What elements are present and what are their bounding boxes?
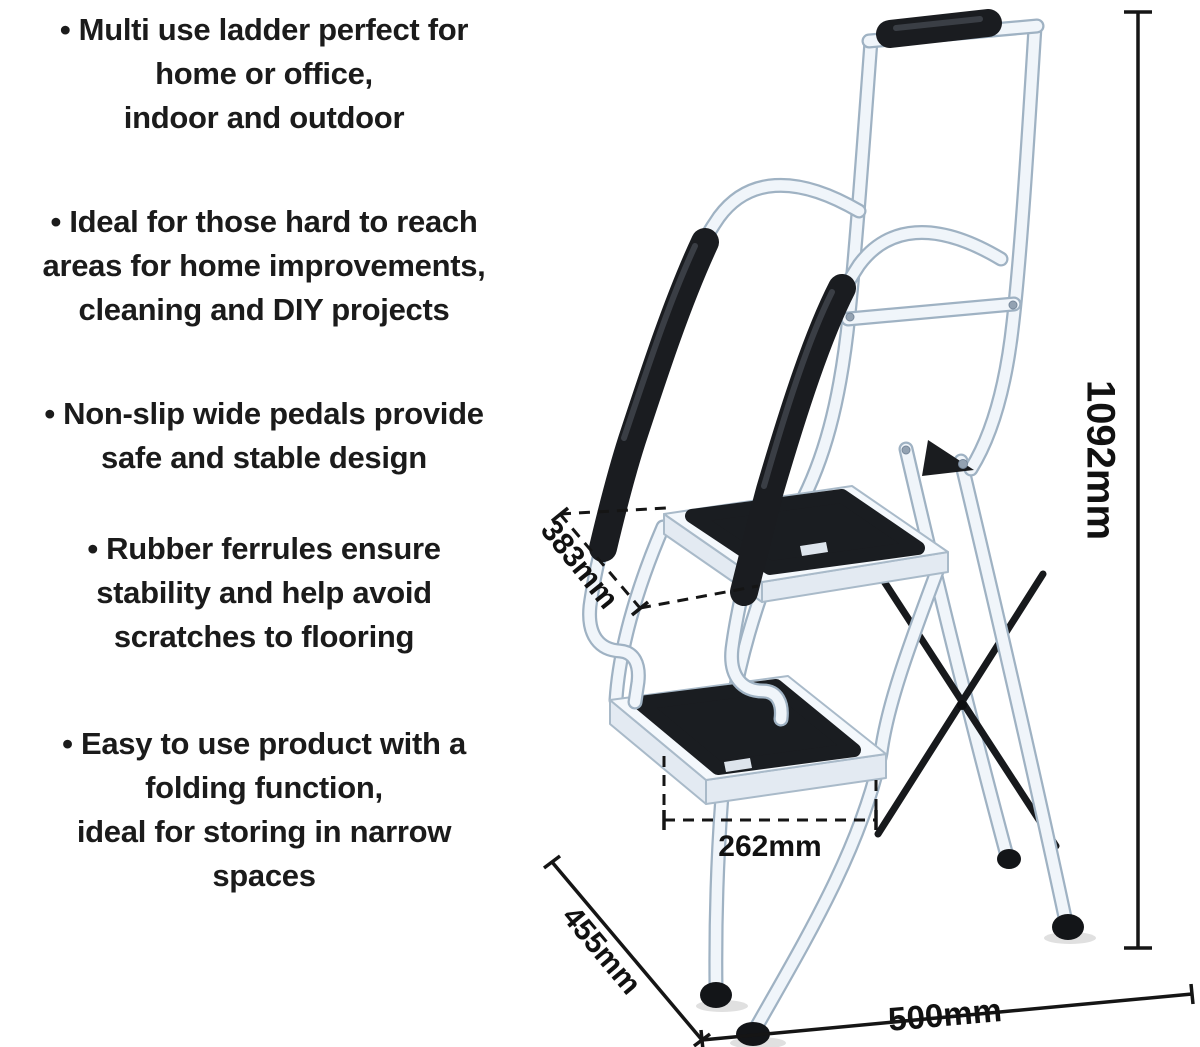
- left-foam-grip: [603, 242, 705, 548]
- right-handrail: [732, 233, 1001, 719]
- frame-bolts: [845, 300, 1018, 469]
- rear-right-foot: [1052, 914, 1084, 940]
- feature-bullet-hard-to-reach: • Ideal for those hard to reach areas fo…: [42, 204, 486, 327]
- left-handrail: [590, 185, 859, 702]
- bottom-step: [609, 675, 887, 805]
- rear-far-foot: [997, 849, 1021, 869]
- top-step: [663, 485, 949, 603]
- feature-bullet-rubber-ferrules: • Rubber ferrules ensure stability and h…: [87, 531, 441, 654]
- feature-bullet-multi-use: • Multi use ladder perfect for home or o…: [59, 12, 469, 135]
- top-step-sticker: [800, 542, 828, 556]
- front-left-foot: [700, 982, 732, 1008]
- feature-bullet-non-slip: • Non-slip wide pedals provide safe and …: [44, 396, 484, 475]
- step-width-dimension-label: 262mm: [718, 830, 822, 863]
- folding-cross-brace: [870, 562, 1060, 850]
- feature-bullet-folding: • Easy to use product with a folding fun…: [62, 726, 466, 893]
- feature-list: • Multi use ladder perfect for home or o…: [0, 0, 528, 1047]
- brace-bolt: [957, 700, 967, 710]
- dimension-lines: [542, 10, 1195, 1047]
- rubber-feet: [700, 849, 1084, 1046]
- top-handle-grip: [890, 19, 988, 34]
- bottom-step-sticker: [724, 758, 752, 772]
- bottom-step-pad: [633, 679, 861, 775]
- dashed-guides: [558, 506, 878, 822]
- height-dimension-label: 1092mm: [1078, 379, 1123, 541]
